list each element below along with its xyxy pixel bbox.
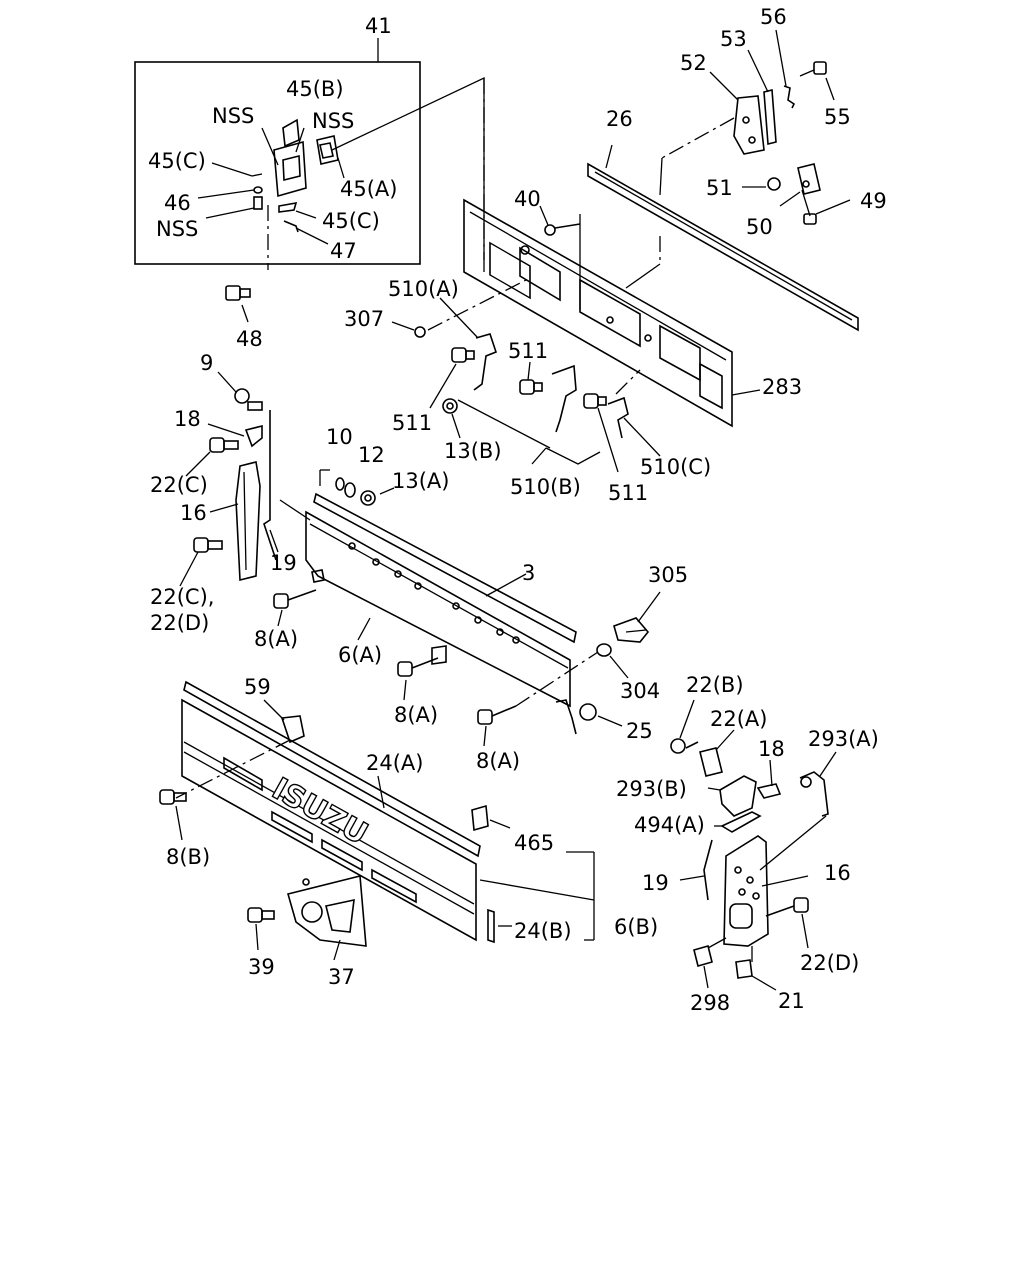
part-465-clip	[471, 804, 511, 832]
label-59: 59	[244, 675, 271, 699]
label-22d-left: 22(D)	[150, 611, 209, 635]
parts-10-12-13a	[319, 469, 395, 506]
part-37-bracket	[247, 874, 367, 961]
part-48-bolt	[225, 285, 251, 323]
label-26: 26	[606, 107, 633, 131]
label-3: 3	[522, 561, 535, 585]
part-6b-lower-grille: ISUZU	[181, 680, 595, 942]
label-50: 50	[746, 215, 773, 239]
label-39: 39	[248, 955, 275, 979]
label-48: 48	[236, 327, 263, 351]
label-465: 465	[514, 831, 554, 855]
label-511-c: 511	[608, 481, 648, 505]
label-41: 41	[365, 14, 392, 38]
label-304: 304	[620, 679, 660, 703]
label-49: 49	[860, 189, 887, 213]
right-corner-parts	[670, 699, 837, 991]
label-37: 37	[328, 965, 355, 989]
part-8b-bolt	[159, 789, 187, 841]
parts-307-510a	[391, 277, 531, 391]
label-nss-2: NSS	[312, 109, 354, 133]
label-16-right: 16	[824, 861, 851, 885]
label-9: 9	[200, 351, 213, 375]
left-bracket-parts	[179, 371, 311, 587]
label-8a-1: 8(A)	[254, 627, 298, 651]
label-22c-1: 22(C)	[150, 473, 208, 497]
label-45c-2: 45(C)	[322, 209, 380, 233]
label-25: 25	[626, 719, 653, 743]
part-40-screw	[539, 205, 581, 310]
parts-25-304-305	[579, 591, 661, 727]
part-6a-upper-panel	[305, 492, 577, 735]
label-10: 10	[326, 425, 353, 449]
part-24b-trim	[487, 851, 595, 944]
label-18-left: 18	[174, 407, 201, 431]
part-26-strip	[587, 144, 859, 332]
label-22c-2: 22(C),	[150, 585, 214, 609]
label-18-right: 18	[758, 737, 785, 761]
label-13a: 13(A)	[392, 469, 449, 493]
parts-511-13b	[429, 347, 661, 473]
parts-52-53-hinge	[659, 29, 835, 196]
label-53: 53	[720, 27, 747, 51]
callout-labels: 41 45(B) NSS NSS 45(C) 46 NSS 45(A) 45(C…	[148, 5, 887, 1015]
label-16-left: 16	[180, 501, 207, 525]
label-52: 52	[680, 51, 707, 75]
label-24b: 24(B)	[514, 919, 572, 943]
label-293a: 293(A)	[808, 727, 879, 751]
label-494a: 494(A)	[634, 813, 705, 837]
label-nss-3: NSS	[156, 217, 198, 241]
label-293b: 293(B)	[616, 777, 687, 801]
label-12: 12	[358, 443, 385, 467]
label-nss-1: NSS	[212, 104, 254, 128]
label-47: 47	[330, 239, 357, 263]
part-283-back-panel	[463, 198, 761, 428]
label-21: 21	[778, 989, 805, 1013]
inset-box-41	[134, 38, 421, 270]
label-19-left: 19	[270, 551, 297, 575]
parts-8a-bolts	[273, 589, 599, 747]
label-8a-3: 8(A)	[476, 749, 520, 773]
label-45b: 45(B)	[286, 77, 344, 101]
label-51: 51	[706, 176, 733, 200]
label-13b: 13(B)	[444, 439, 502, 463]
label-305: 305	[648, 563, 688, 587]
label-283: 283	[762, 375, 802, 399]
label-6b: 6(B)	[614, 915, 658, 939]
isuzu-brand-lettering: ISUZU	[266, 771, 373, 852]
part-59-clip	[175, 699, 305, 799]
label-40: 40	[514, 187, 541, 211]
label-22a: 22(A)	[710, 707, 767, 731]
label-45c-1: 45(C)	[148, 149, 206, 173]
parts-49-50-51	[742, 163, 851, 225]
label-8b: 8(B)	[166, 845, 210, 869]
label-307: 307	[344, 307, 384, 331]
label-55: 55	[824, 105, 851, 129]
label-46: 46	[164, 191, 191, 215]
label-19-right: 19	[642, 871, 669, 895]
label-298: 298	[690, 991, 730, 1015]
label-22d-right: 22(D)	[800, 951, 859, 975]
label-8a-2: 8(A)	[394, 703, 438, 727]
label-510b: 510(B)	[510, 475, 581, 499]
label-22b: 22(B)	[686, 673, 744, 697]
label-6a: 6(A)	[338, 643, 382, 667]
label-24a: 24(A)	[366, 751, 423, 775]
label-56: 56	[760, 5, 787, 29]
label-511-a: 511	[508, 339, 548, 363]
label-511-b: 511	[392, 411, 432, 435]
label-510c: 510(C)	[640, 455, 711, 479]
label-45a: 45(A)	[340, 177, 397, 201]
label-510a: 510(A)	[388, 277, 459, 301]
